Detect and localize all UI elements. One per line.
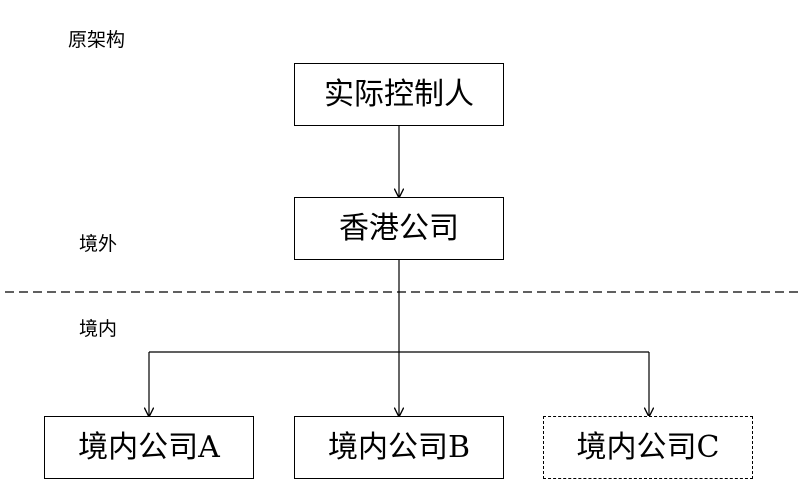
region-label-offshore: 境外 xyxy=(79,233,118,255)
node-domestic-company-b: 境内公司B xyxy=(294,416,504,479)
diagram-title: 原架构 xyxy=(68,29,126,51)
node-actual-controller: 实际控制人 xyxy=(294,63,504,126)
node-hk-company: 香港公司 xyxy=(294,197,504,260)
region-label-onshore: 境内 xyxy=(79,318,118,340)
node-domestic-company-a: 境内公司A xyxy=(44,416,254,479)
node-domestic-company-c: 境内公司C xyxy=(543,416,753,479)
